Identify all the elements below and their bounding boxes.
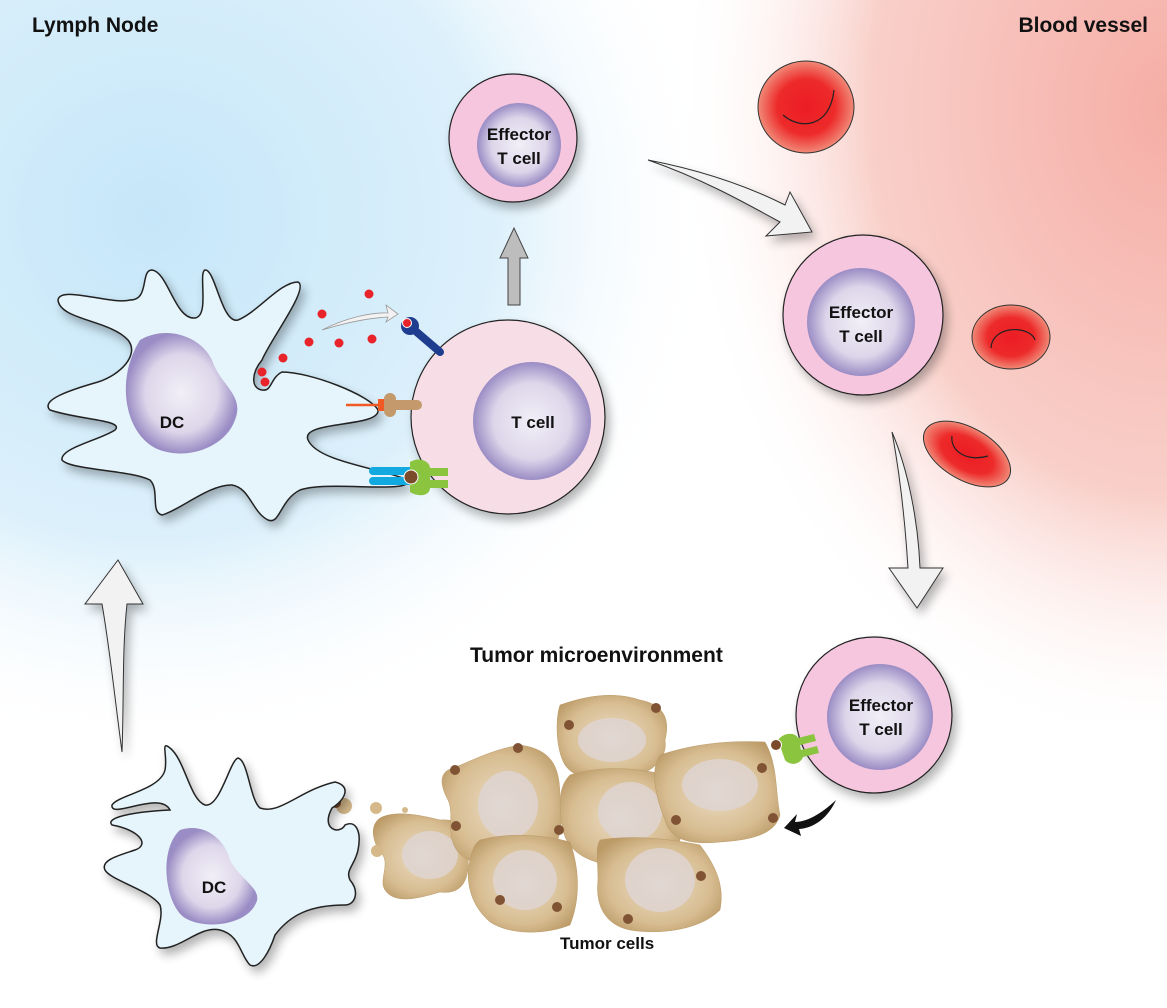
dc-top-nucleus (125, 332, 238, 454)
red-blood-cell-3 (922, 420, 1012, 488)
antigen-transfer-arrow (321, 304, 399, 331)
blood-vessel-label: Blood vessel (1018, 14, 1148, 37)
effector-1-nucleus (477, 103, 561, 187)
dc-bottom-nucleus (166, 828, 258, 925)
tumor-cell (556, 695, 667, 780)
effector-3-label-line2: T cell (859, 720, 902, 739)
antigen-particles (257, 289, 377, 387)
cytotoxic-attack-arrow (784, 800, 836, 836)
tumor-cell (654, 741, 781, 843)
tumor-cell-cluster (372, 695, 781, 933)
tcr-receptor-blue (401, 317, 444, 356)
mhc-peptide-complex (346, 393, 422, 417)
effector-1-label-line1: Effector (487, 125, 552, 144)
effector-3-nucleus (827, 664, 933, 770)
red-blood-cell-2 (971, 304, 1051, 370)
activation-arrow (499, 226, 529, 306)
dc-bottom-label: DC (202, 878, 227, 897)
effector-2-label-line1: Effector (829, 303, 894, 322)
tumor-cells-label: Tumor cells (560, 934, 654, 953)
effector-2-nucleus (807, 268, 915, 376)
tumor-cell (596, 837, 722, 933)
red-blood-cell-1 (757, 60, 855, 154)
tumor-cell (373, 813, 469, 900)
migration-arrow-to-blood (647, 159, 813, 237)
t-cell-label: T cell (511, 413, 554, 432)
t-cell-nucleus (473, 362, 591, 480)
tumor-cell (467, 834, 578, 933)
antigen-return-arrow (84, 559, 144, 753)
dendritic-cell-bottom (103, 745, 360, 967)
effector-3-label-line1: Effector (849, 696, 914, 715)
effector-receptor (770, 733, 819, 764)
migration-arrow-to-tumor (888, 431, 944, 609)
costimulatory-pair (369, 459, 448, 496)
lymph-node-label: Lymph Node (32, 14, 158, 37)
effector-1-label-line2: T cell (497, 149, 540, 168)
dc-top-label: DC (160, 413, 185, 432)
effector-2-label-line2: T cell (839, 327, 882, 346)
tumor-microenvironment-label: Tumor microenvironment (470, 644, 723, 667)
tumor-surface-dots (372, 703, 778, 924)
